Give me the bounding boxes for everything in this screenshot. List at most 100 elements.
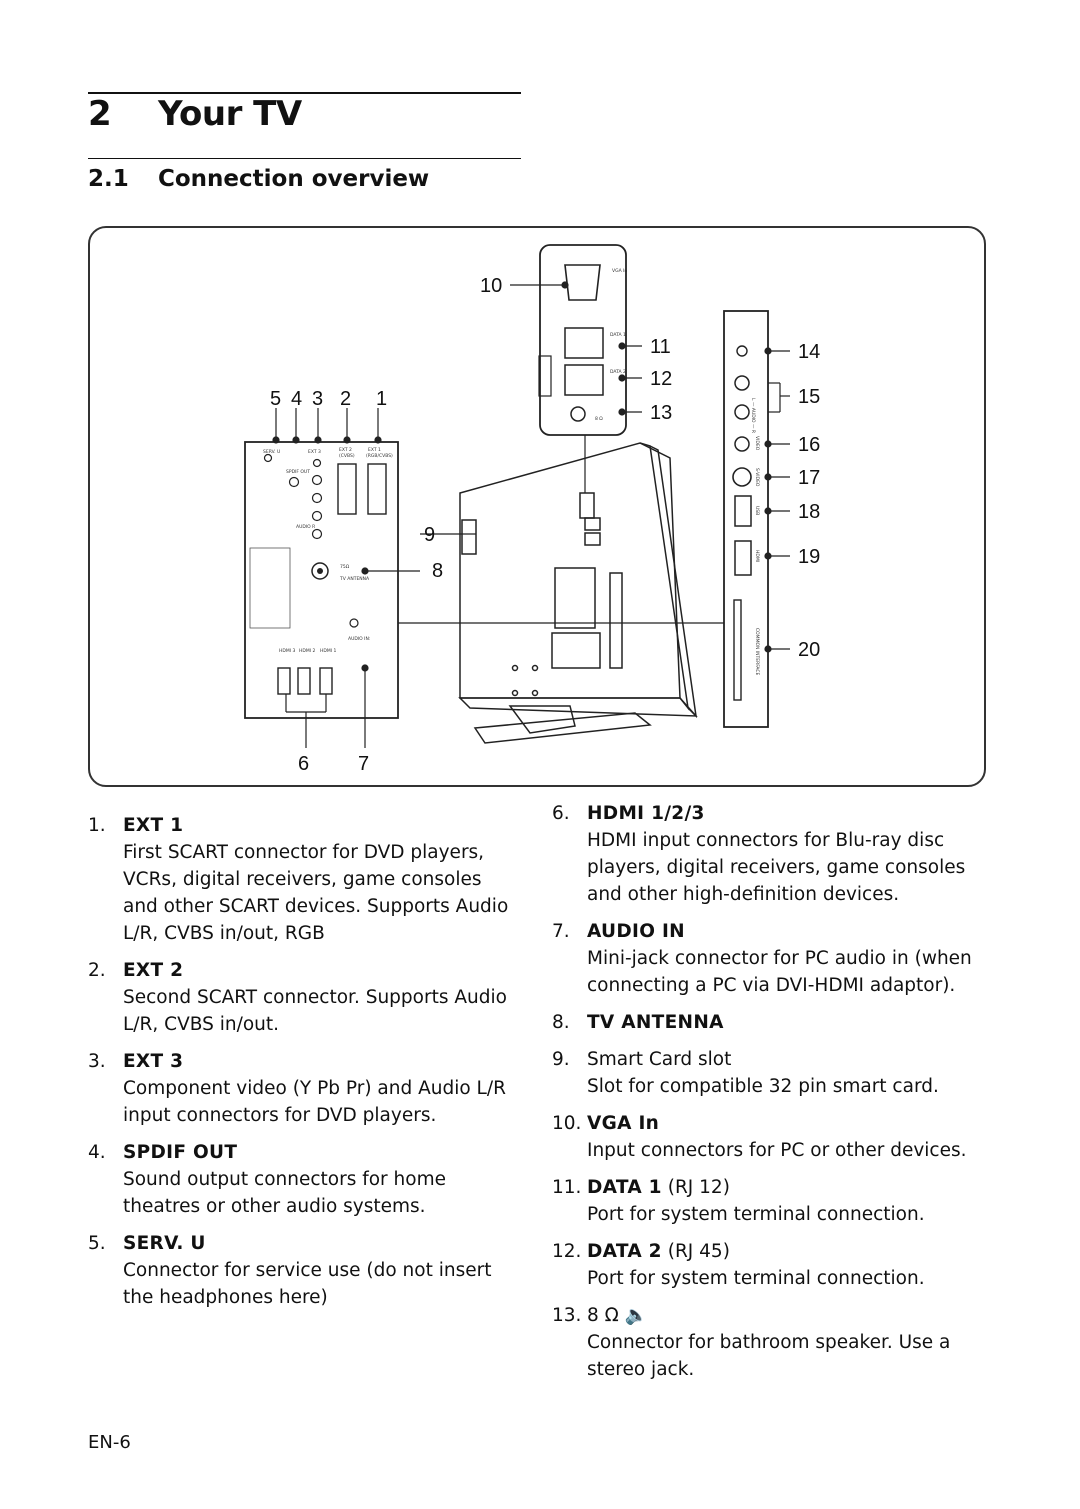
ext1-scart [367, 463, 387, 515]
common-interface-slot [733, 599, 742, 701]
label-ext3: EXT 3 [308, 449, 321, 455]
callout-12: 12 [650, 368, 672, 390]
item-description: First SCART connector for DVD players, V… [123, 842, 509, 944]
label-data2: DATA 2 [610, 369, 626, 375]
callout-2: 2 [340, 388, 351, 410]
item-number: 6. [552, 803, 570, 824]
connector-list-left: 1. EXT 1 First SCART connector for DVD p… [88, 812, 518, 1321]
item-title: SPDIF OUT [123, 1142, 238, 1163]
label-ext1: EXT 1 [368, 447, 381, 453]
connection-diagram: SERV. U SPDIF OUT EXT 3 EXT 2 (CVBS) EXT… [88, 226, 986, 787]
callout-17: 17 [798, 467, 820, 489]
antenna-jack [311, 562, 329, 580]
item-title: AUDIO IN [587, 921, 685, 942]
item-title: DATA 2 [587, 1241, 662, 1262]
audio-l-jack [734, 404, 750, 420]
spdif-jack [288, 476, 300, 488]
list-item: 3. EXT 3 Component video (Y Pb Pr) and A… [88, 1048, 518, 1129]
item-description: Mini-jack connector for PC audio in (whe… [587, 948, 972, 996]
list-item: 11. DATA 1 (RJ 12) Port for system termi… [552, 1174, 992, 1228]
page-number: EN-6 [88, 1432, 131, 1453]
label-spdif-out: SPDIF OUT [286, 469, 310, 475]
list-item: 8. TV ANTENNA [552, 1009, 992, 1036]
label-data1: DATA 1 [610, 332, 626, 338]
callout-13: 13 [650, 402, 672, 424]
item-number: 12. [552, 1241, 582, 1262]
item-number: 7. [552, 921, 570, 942]
list-item: 1. EXT 1 First SCART connector for DVD p… [88, 812, 518, 947]
ext3-jacks [311, 458, 323, 540]
callout-9: 9 [424, 524, 435, 546]
item-number: 5. [88, 1233, 106, 1254]
headphone-jack [736, 345, 748, 357]
label-speaker-8: 8 Ω [595, 416, 603, 422]
item-description: HDMI input connectors for Blu-ray disc p… [587, 830, 966, 905]
label-side-usb: USB [754, 506, 760, 515]
list-item: 10. VGA In Input connectors for PC or ot… [552, 1110, 992, 1164]
vga-port [564, 264, 601, 301]
label-cvbs: (CVBS) [339, 453, 355, 459]
usb-port [734, 495, 752, 527]
callout-4: 4 [291, 388, 302, 410]
item-description: Port for system terminal connection. [587, 1268, 925, 1289]
ext2-scart [337, 463, 357, 515]
list-item: 4. SPDIF OUT Sound output connectors for… [88, 1139, 518, 1220]
item-title: SERV. U [123, 1233, 206, 1254]
callout-15: 15 [798, 386, 820, 408]
label-side-hdmi: HDMI [754, 550, 760, 562]
label-audio-r: AUDIO R [296, 524, 315, 530]
section-top-rule [88, 158, 521, 159]
item-number: 10. [552, 1113, 582, 1134]
item-title: VGA In [587, 1113, 660, 1134]
callout-19: 19 [798, 546, 820, 568]
callout-10: 10 [480, 275, 502, 297]
callout-3: 3 [312, 388, 323, 410]
list-item: 6. HDMI 1/2/3 HDMI input connectors for … [552, 800, 992, 908]
label-side-svideo: S-VIDEO [754, 468, 760, 487]
hdmi-ports [277, 667, 333, 695]
label-ext2: EXT 2 [339, 447, 352, 453]
item-number: 8. [552, 1012, 570, 1033]
chapter-number: 2 [88, 94, 112, 134]
callout-16: 16 [798, 434, 820, 456]
item-description: Input connectors for PC or other devices… [587, 1140, 967, 1161]
item-title-suffix: (RJ 45) [661, 1241, 730, 1262]
item-description: Component video (Y Pb Pr) and Audio L/R … [123, 1078, 506, 1126]
list-item: 13. 8 Ω 🔈 Connector for bathroom speaker… [552, 1302, 992, 1383]
data1-port [564, 327, 604, 359]
label-serv-u: SERV. U [263, 449, 280, 455]
item-title: EXT 3 [123, 1051, 184, 1072]
serv-u-jack [263, 453, 273, 463]
item-description: Slot for compatible 32 pin smart card. [587, 1076, 939, 1097]
label-common-interface: COMMON INTERFACE [754, 628, 760, 676]
label-vga-in: VGA In [612, 268, 627, 274]
item-description: Second SCART connector. Supports Audio L… [123, 987, 507, 1035]
label-side-audio: L — AUDIO — R [750, 398, 756, 433]
list-item: 12. DATA 2 (RJ 45) Port for system termi… [552, 1238, 992, 1292]
label-tv-antenna: TV ANTENNA [339, 576, 370, 582]
callout-1: 1 [376, 388, 387, 410]
rear-connector-panel: SERV. U SPDIF OUT EXT 3 EXT 2 (CVBS) EXT… [244, 441, 399, 719]
label-audio-in: AUDIO IN: [348, 636, 370, 642]
item-title: Smart Card slot [587, 1049, 732, 1070]
label-rgb-cvbs: (RGB/CVBS) [366, 453, 393, 459]
item-description: Sound output connectors for home theatre… [123, 1169, 446, 1217]
vga-data-panel: VGA In DATA 1 DATA 2 8 Ω [538, 244, 627, 493]
callout-14: 14 [798, 341, 820, 363]
chapter-top-rule [88, 92, 521, 94]
section-title: Connection overview [158, 166, 430, 192]
label-hdmi2: HDMI 2 [299, 648, 315, 654]
item-description: Port for system terminal connection. [587, 1204, 925, 1225]
callout-18: 18 [798, 501, 820, 523]
item-title: TV ANTENNA [587, 1012, 724, 1033]
callout-7: 7 [358, 753, 369, 775]
label-hdmi1: HDMI 1 [320, 648, 336, 654]
side-connector-panel: L — AUDIO — R VIDEO S-VIDEO USB HDMI COM… [398, 310, 769, 728]
callout-5: 5 [270, 388, 281, 410]
item-number: 2. [88, 960, 106, 981]
list-item: 5. SERV. U Connector for service use (do… [88, 1230, 518, 1311]
item-number: 9. [552, 1049, 570, 1070]
label-hdmi3: HDMI 3 [279, 648, 295, 654]
item-title: DATA 1 [587, 1177, 662, 1198]
callout-6: 6 [298, 753, 309, 775]
